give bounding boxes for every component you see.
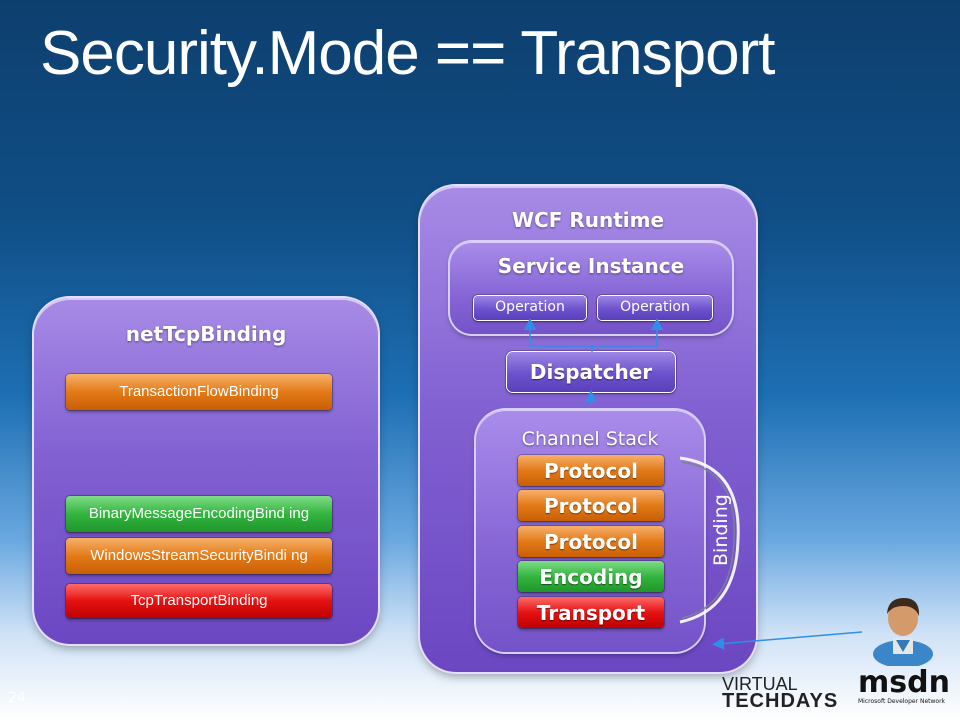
operation-button-1: Operation [474,296,586,320]
service-instance-title: Service Instance [497,254,685,278]
channel-protocol-1: Protocol [518,455,664,486]
user-avatar-icon [873,598,933,666]
channel-transport: Transport [518,597,664,628]
slide-title: Security.Mode == Transport [40,19,775,88]
binding-label: Binding [710,494,732,566]
wcf-runtime-title: WCF Runtime [511,208,665,232]
virtual-text: VIRTUAL [722,674,798,694]
techdays-text: TECHDAYS [722,690,839,713]
virtual-techdays-logo: VIRTUAL TECHDAYS [722,674,839,713]
msdn-logo: msdn Microsoft Developer Network [858,665,950,706]
tcp-transport-binding: TcpTransportBinding [66,584,332,618]
page-number: 24 [8,690,26,706]
channel-protocol-2: Protocol [518,490,664,521]
operation-button-2: Operation [598,296,712,320]
msdn-text: msdn [858,665,950,700]
channel-protocol-3: Protocol [518,526,664,557]
service-instance-box: Service Instance [450,242,732,334]
net-tcp-binding-title: netTcpBinding [125,322,287,346]
dispatcher-box: Dispatcher [507,352,675,392]
channel-stack-title: Channel Stack [521,428,659,450]
binary-message-encoding-binding: BinaryMessageEncodingBind ing [66,496,332,532]
channel-encoding: Encoding [518,561,664,592]
transaction-flow-binding: TransactionFlowBinding [66,374,332,410]
windows-stream-security-binding: WindowsStreamSecurityBindi ng [66,538,332,574]
msdn-subtext: Microsoft Developer Network [858,698,946,705]
